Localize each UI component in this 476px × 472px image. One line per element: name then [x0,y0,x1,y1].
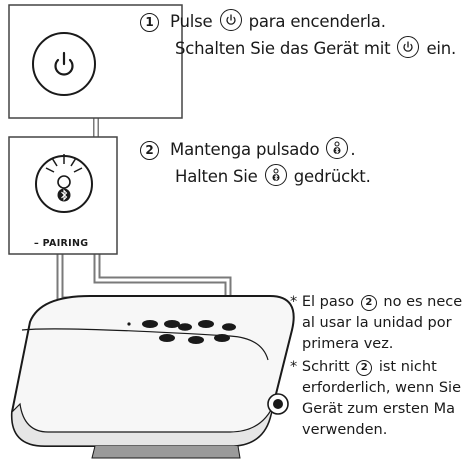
blink-rays [45,154,83,173]
note-2-line-3: Gerät zum ersten Ma [302,401,456,417]
pairing-label: – PAIRING [34,238,89,249]
power-icon [219,9,242,31]
step-number: 1 [140,13,159,32]
bluetooth-icon [326,137,349,159]
step-number: 2 [356,360,373,376]
note-2-line-2: erforderlich, wenn Sie [302,380,462,396]
step-number: 2 [140,141,159,160]
power-button[interactable] [32,32,96,96]
note-2-line-4: verwenden. [302,422,388,438]
bluetooth-icon [264,164,287,186]
power-icon [54,51,74,76]
speaker-illustration [10,295,295,459]
step-1-line-1: 1 Pulse para encenderla. [140,9,386,34]
step-2-line-2: Halten Sie gedrückt. [175,164,371,189]
note-1-line-2: al usar la unidad por [302,315,452,331]
pairing-button[interactable] [35,154,93,213]
note-1-line-1: * El paso 2 no es nece [290,294,463,311]
bluetooth-icon [57,188,71,202]
note-1-line-3: primera vez. [302,336,394,352]
power-icon [397,36,420,58]
step-2-line-1: 2 Mantenga pulsado . [140,137,356,162]
step-1-line-2: Schalten Sie das Gerät mit ein. [175,36,456,61]
step-number: 2 [360,295,377,311]
note-2-line-1: * Schritt 2 ist nicht [290,359,437,376]
